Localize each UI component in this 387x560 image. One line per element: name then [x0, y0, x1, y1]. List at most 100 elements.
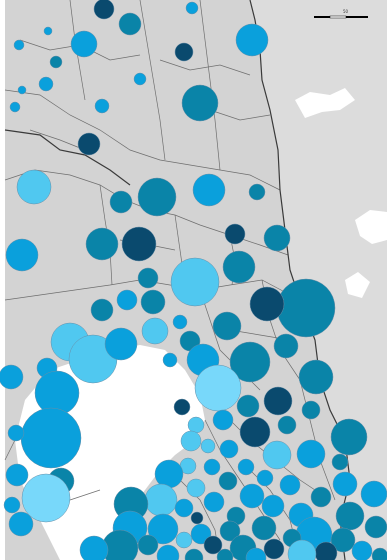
- bubble-marker-57: [239, 416, 271, 448]
- bubble-marker-4: [13, 39, 25, 51]
- bubble-marker-47: [0, 364, 24, 390]
- bubble-marker-65: [262, 440, 292, 470]
- bubble-marker-105: [137, 534, 159, 556]
- bubble-marker-111: [351, 540, 373, 560]
- bubble-marker-56: [330, 418, 368, 456]
- bubble-marker-34: [90, 298, 114, 322]
- bubble-marker-69: [203, 458, 221, 476]
- bubble-marker-30: [276, 278, 336, 338]
- bubble-marker-1: [93, 0, 115, 20]
- bubble-marker-11: [38, 76, 54, 92]
- bubble-marker-10: [133, 72, 147, 86]
- bubble-marker-109: [79, 535, 109, 560]
- bubble-marker-29: [137, 267, 159, 289]
- bubble-marker-92: [190, 511, 204, 525]
- bubble-marker-14: [181, 84, 219, 122]
- bubble-marker-93: [8, 511, 34, 537]
- bubble-marker-87: [261, 494, 285, 518]
- bubble-marker-96: [147, 513, 179, 545]
- bubble-marker-18: [137, 177, 177, 217]
- bubble-marker-49: [298, 359, 334, 395]
- bubble-marker-62: [180, 430, 202, 452]
- bubble-marker-74: [279, 474, 301, 496]
- bubble-marker-37: [141, 317, 169, 345]
- bubble-marker-9: [185, 1, 199, 15]
- bubble-marker-83: [144, 483, 178, 517]
- bubble-marker-82: [310, 486, 332, 508]
- bubble-marker-104: [203, 535, 223, 555]
- bubble-marker-80: [21, 473, 71, 523]
- bubble-marker-36: [172, 314, 188, 330]
- bubble-marker-3: [70, 30, 98, 58]
- bubble-marker-115: [245, 547, 267, 560]
- scale-bar-label: 50: [343, 9, 349, 14]
- bubble-marker-64: [219, 439, 239, 459]
- bubble-marker-50: [194, 364, 242, 412]
- bubble-marker-51: [263, 386, 293, 416]
- bubble-marker-5: [43, 26, 53, 36]
- bubble-marker-33: [140, 289, 166, 315]
- bubble-marker-43: [229, 341, 271, 383]
- bubble-marker-28: [170, 257, 220, 307]
- bubble-marker-102: [330, 527, 356, 553]
- bubble-marker-40: [104, 327, 138, 361]
- neighbor-lake-1: [295, 88, 355, 118]
- bubble-marker-27: [222, 250, 256, 284]
- bubble-marker-75: [332, 471, 358, 497]
- bubble-marker-24: [85, 227, 119, 261]
- bubble-marker-21: [109, 190, 133, 214]
- scale-bar-segment-1: [314, 16, 330, 18]
- bubble-marker-8: [235, 23, 269, 57]
- bubble-marker-70: [237, 458, 255, 476]
- bubble-marker-78: [218, 471, 238, 491]
- bubble-marker-19: [192, 173, 226, 207]
- bubble-marker-54: [301, 400, 321, 420]
- bubble-marker-55: [20, 407, 82, 469]
- bubble-marker-13: [94, 98, 110, 114]
- bubble-marker-46: [162, 352, 178, 368]
- bubble-marker-61: [7, 424, 25, 442]
- bubble-marker-17: [16, 169, 52, 205]
- bubble-marker-53: [236, 394, 260, 418]
- bubble-marker-16: [77, 132, 101, 156]
- bubble-marker-20: [248, 183, 266, 201]
- bubble-marker-2: [118, 12, 142, 36]
- bubble-marker-97: [219, 520, 241, 542]
- scale-bar: [314, 15, 368, 19]
- bubble-marker-66: [296, 439, 326, 469]
- bubble-marker-32: [116, 289, 138, 311]
- bubble-marker-98: [251, 515, 277, 541]
- bubble-marker-103: [175, 531, 193, 549]
- bubble-marker-63: [200, 438, 216, 454]
- bubble-marker-76: [360, 480, 387, 508]
- bubble-marker-23: [263, 224, 291, 252]
- bubble-marker-12: [17, 85, 27, 95]
- bubble-marker-81: [239, 483, 265, 509]
- bubble-marker-112: [287, 539, 317, 560]
- bubble-marker-79: [256, 469, 274, 487]
- bubble-marker-113: [156, 544, 180, 560]
- bubble-marker-67: [331, 453, 349, 471]
- bubble-marker-94: [364, 515, 387, 539]
- bubble-marker-88: [3, 496, 21, 514]
- bubble-marker-60: [277, 415, 297, 435]
- bubble-marker-114: [216, 548, 234, 560]
- bubble-marker-85: [174, 498, 194, 518]
- bubble-marker-71: [154, 459, 184, 489]
- bubble-marker-58: [212, 409, 234, 431]
- bubble-marker-77: [186, 478, 206, 498]
- bubble-marker-59: [187, 416, 205, 434]
- bubble-marker-35: [212, 311, 242, 341]
- bubble-marker-26: [5, 238, 39, 272]
- scale-bar-segment-3: [346, 16, 368, 18]
- bubble-marker-89: [335, 501, 365, 531]
- bubble-marker-72: [5, 463, 29, 487]
- bubble-marker-42: [273, 333, 299, 359]
- bubble-marker-25: [121, 226, 157, 262]
- bubble-marker-84: [203, 491, 225, 513]
- bubble-marker-31: [249, 286, 285, 322]
- bubble-marker-107: [263, 538, 285, 560]
